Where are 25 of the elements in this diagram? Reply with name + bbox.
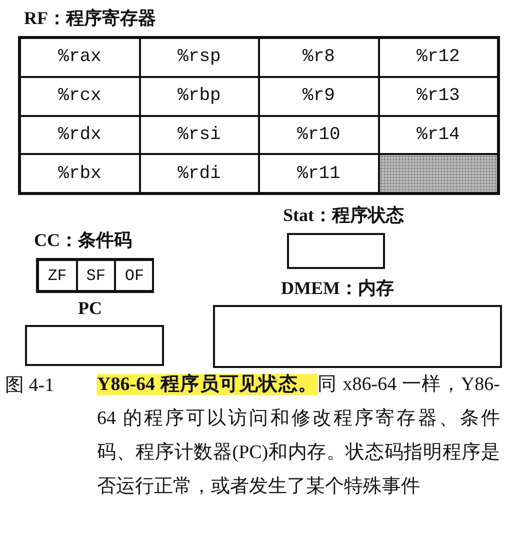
- register-name: %r12: [378, 38, 498, 77]
- register-name: %r8: [259, 38, 378, 77]
- figure-caption: Y86-64 程序员可见状态。同 x86-64 一样，Y86-64 的程序可以访问和修改程序寄存器、条件码、程序计数器(PC)和内存。状态码指明程序是否运行正常，或者发生了某个特殊事件: [97, 372, 500, 499]
- register-name: %r14: [378, 116, 498, 154]
- register-name: %r13: [378, 76, 498, 116]
- register-name: %rsp: [140, 38, 259, 77]
- register-name: %rax: [20, 38, 140, 77]
- flag-name: OF: [115, 260, 154, 291]
- register-name: %rbp: [140, 76, 259, 116]
- section-heading: CC：条件码: [34, 229, 132, 252]
- register-name: %r10: [259, 116, 378, 154]
- section-heading: DMEM：内存: [281, 277, 394, 300]
- register-name: %rbx: [20, 154, 140, 193]
- register-name: %rdx: [20, 116, 140, 154]
- register-name: %rdi: [140, 154, 259, 193]
- section-heading: PC: [78, 298, 102, 319]
- register-name: %rsi: [140, 116, 259, 154]
- section-heading: Stat：程序状态: [283, 204, 404, 227]
- register-name: %rcx: [20, 76, 140, 116]
- flag-name: SF: [76, 260, 116, 291]
- figure-number: 图 4-1: [5, 374, 54, 398]
- flag-name: ZF: [38, 260, 77, 291]
- section-heading: RF：程序寄存器: [24, 7, 156, 30]
- register-name: %r9: [259, 76, 378, 116]
- register-name: %r11: [259, 154, 378, 193]
